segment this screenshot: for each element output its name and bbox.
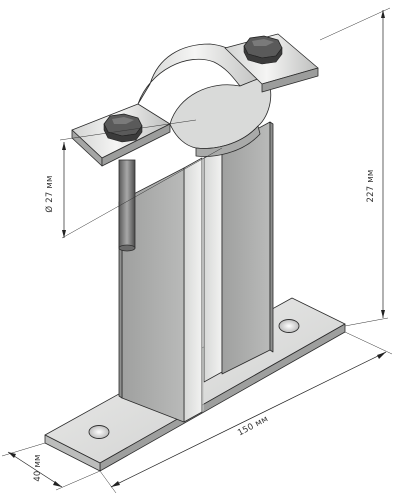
width-label: 40 мм <box>33 454 43 481</box>
bolt-head-right <box>243 35 283 65</box>
diameter-dimension: Ø 27 мм <box>44 119 223 239</box>
bolt-head-left <box>103 113 143 143</box>
bolt-shank-left <box>118 159 136 252</box>
clamp-plate <box>71 33 319 167</box>
vertical-posts <box>118 121 274 423</box>
height-label: 227 мм <box>366 170 376 203</box>
mounting-hole-left <box>88 425 110 439</box>
width-dimension: 40 мм <box>1 442 101 491</box>
mounting-hole-right <box>278 319 300 333</box>
height-dimension: 227 мм <box>319 7 391 327</box>
length-label: 150 мм <box>236 414 270 438</box>
diameter-label: Ø 27 мм <box>44 175 55 212</box>
